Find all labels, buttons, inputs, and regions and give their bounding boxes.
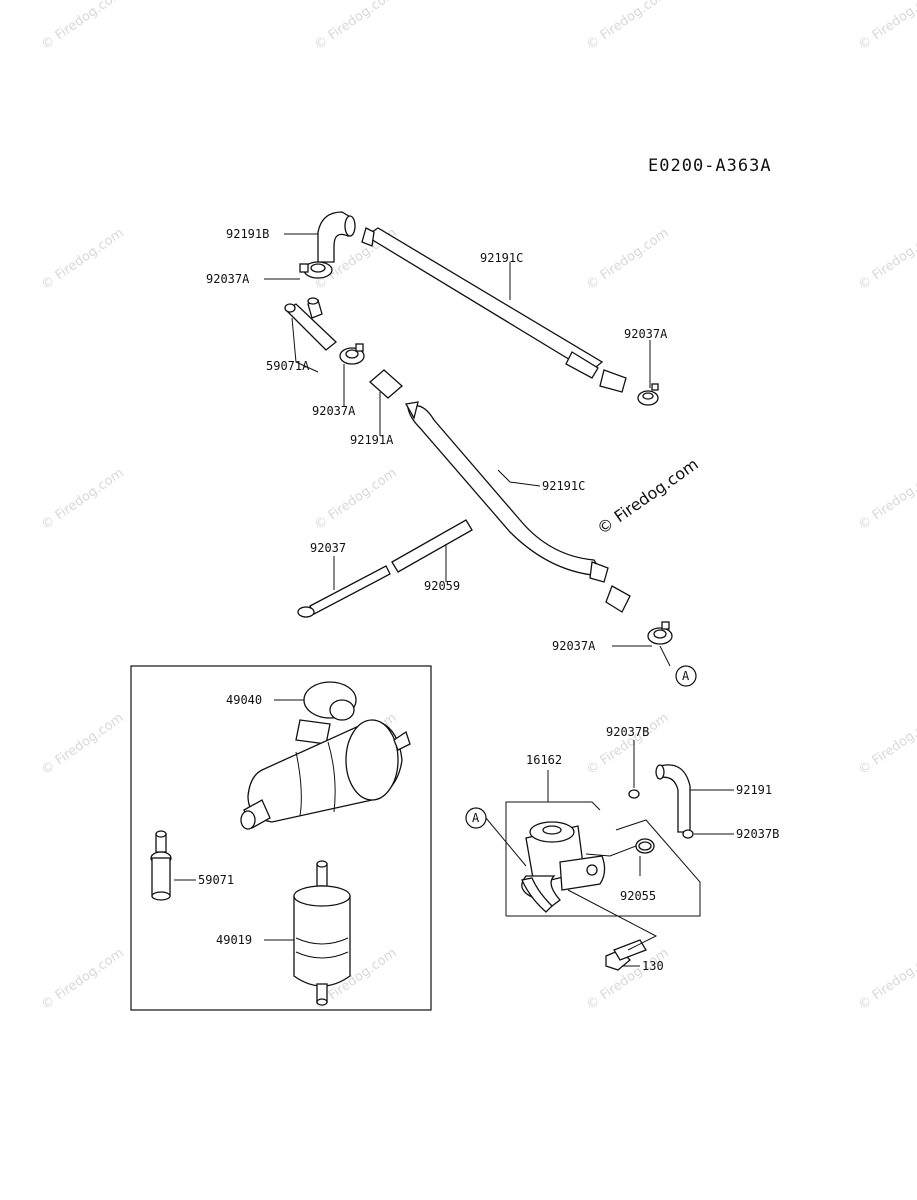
watermark: © Firedog.com: [39, 0, 127, 53]
hose-assembly-upper: [284, 211, 673, 645]
watermark: © Firedog.com: [39, 226, 127, 294]
label-49019: 49019: [216, 933, 252, 947]
label-16162: 16162: [526, 753, 562, 767]
label-92037B: 92037B: [606, 725, 649, 739]
part-92037A-clamp-top: [299, 261, 333, 279]
watermark: © Firedog.com: [312, 0, 400, 53]
part-49040-bracket: [295, 681, 357, 745]
label-92055: 92055: [620, 889, 656, 903]
label-92037: 92037: [310, 541, 346, 555]
part-92037B-clamp-small-top: [628, 789, 640, 799]
ref-circle-a-upper: A: [675, 665, 697, 687]
part-92037A-clamp-right: [637, 383, 659, 406]
part-fuel-pump: [240, 719, 411, 830]
watermark: © Firedog.com: [856, 711, 917, 779]
label-92191C: 92191C: [480, 251, 523, 265]
label-92037B: 92037B: [736, 827, 779, 841]
part-16162-pressure-regulator: [521, 821, 606, 913]
part-49019-fuel-filter: [293, 860, 351, 1006]
ref-circle-a-lower: A: [465, 807, 487, 829]
part-92055-o-ring: [635, 838, 655, 854]
watermark: © Firedog.com: [856, 226, 917, 294]
watermark: © Firedog.com: [39, 711, 127, 779]
label-49040: 49040: [226, 693, 262, 707]
part-labels: 92191B 92037A 59071A 92037A 92191A 92191…: [198, 227, 779, 973]
label-92191B: 92191B: [226, 227, 269, 241]
label-92059: 92059: [424, 579, 460, 593]
watermark: © Firedog.com: [856, 466, 917, 534]
part-59071A-fitting: [284, 297, 337, 351]
leader-lines: [174, 233, 734, 967]
watermark: © Firedog.com: [856, 946, 917, 1014]
ref-label: A: [472, 811, 480, 825]
part-92191C-hose-long: [361, 227, 627, 393]
label-92191A: 92191A: [350, 433, 394, 447]
part-92059-tube: [391, 519, 473, 573]
watermark: © Firedog.com: [856, 0, 917, 53]
label-92037A: 92037A: [552, 639, 596, 653]
part-92191-hose-elbow: [655, 764, 691, 833]
label-92037A: 92037A: [312, 404, 356, 418]
watermark: © Firedog.com: [312, 466, 400, 534]
label-92191C: 92191C: [542, 479, 585, 493]
label-130: 130: [642, 959, 664, 973]
watermark-prominent: © Firedog.com: [593, 454, 701, 538]
part-92037B-clamp-small-bottom: [682, 829, 694, 839]
part-92191B-hose-elbow: [317, 211, 356, 263]
label-59071: 59071: [198, 873, 234, 887]
watermark: © Firedog.com: [584, 226, 672, 294]
watermark: © Firedog.com: [39, 466, 127, 534]
part-92037-rod: [297, 565, 391, 618]
watermark: © Firedog.com: [584, 0, 672, 53]
diagram-code: E0200-A363A: [648, 156, 772, 176]
part-92037A-clamp-bottom: [647, 621, 673, 645]
watermark: © Firedog.com: [39, 946, 127, 1014]
part-92191A-hose-short: [369, 369, 403, 399]
part-92191C-hose-curved: [404, 401, 631, 613]
label-59071A: 59071A: [266, 359, 310, 373]
ref-label: A: [682, 669, 690, 683]
part-59071-fitting: [150, 830, 172, 901]
assembly-box: [130, 665, 432, 1011]
regulator-group-outline: [505, 801, 701, 917]
part-92037A-clamp-mid: [339, 343, 365, 365]
label-92191: 92191: [736, 783, 772, 797]
label-92037A: 92037A: [206, 272, 250, 286]
label-92037A: 92037A: [624, 327, 668, 341]
